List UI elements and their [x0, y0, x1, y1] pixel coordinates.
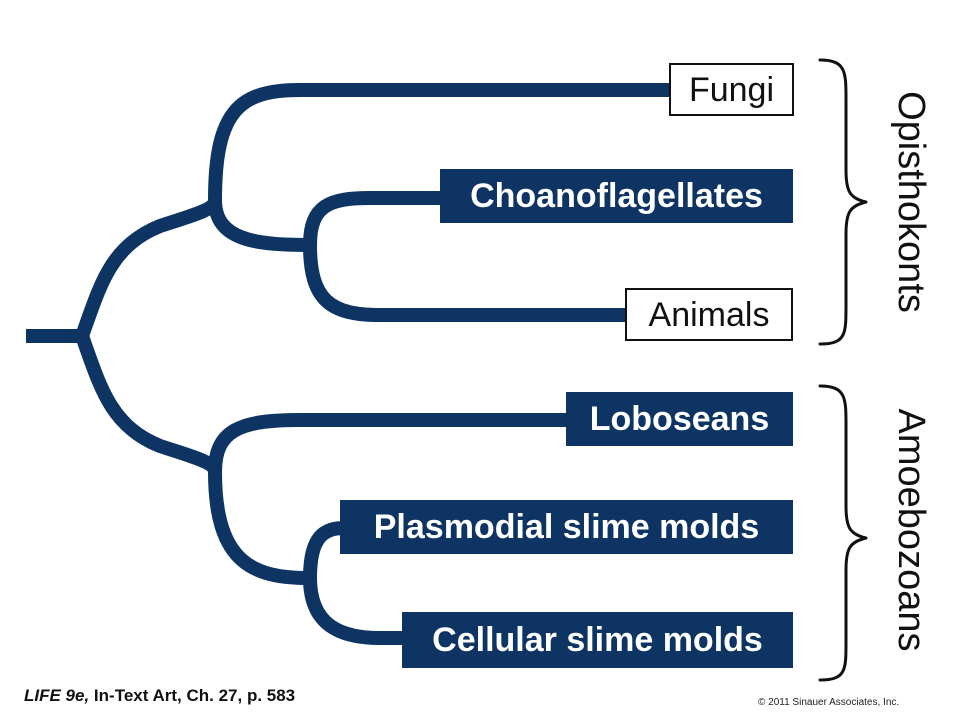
taxon-label-plasmodial-slime-molds: Plasmodial slime molds	[340, 500, 793, 554]
group-label-opisthokonts: Opisthokonts	[890, 91, 932, 313]
group-label-amoebozoans: Amoebozoans	[890, 408, 932, 652]
taxon-label-choanoflagellates: Choanoflagellates	[440, 169, 793, 223]
taxon-label-cellular-slime-molds: Cellular slime molds	[402, 612, 793, 668]
caption-reference: In-Text Art, Ch. 27, p. 583	[93, 686, 296, 705]
caption-book-title: LIFE 9e,	[24, 686, 90, 705]
figure-source-caption: LIFE 9e, In-Text Art, Ch. 27, p. 583	[24, 686, 295, 706]
taxon-label-animals: Animals	[625, 288, 793, 341]
loboseans-branch	[208, 413, 570, 473]
taxon-label-loboseans: Loboseans	[566, 392, 793, 446]
opisthokonts-bracket	[818, 58, 868, 346]
amoebozoans-bracket	[818, 384, 868, 682]
holozoa-branch	[208, 199, 311, 252]
root-to-opisthokonts-branch	[75, 198, 222, 339]
cellular-slime-molds-branch	[303, 577, 410, 645]
fungi-branch	[208, 83, 670, 201]
copyright-notice: © 2011 Sinauer Associates, Inc.	[758, 697, 900, 708]
animals-branch	[303, 244, 630, 322]
plasmodial-slime-molds-branch	[303, 521, 346, 579]
slime-molds-branch	[208, 471, 311, 585]
root-to-amoebozoans-branch	[75, 333, 222, 474]
choanoflagellates-branch	[303, 191, 445, 246]
taxon-label-fungi: Fungi	[669, 63, 794, 116]
